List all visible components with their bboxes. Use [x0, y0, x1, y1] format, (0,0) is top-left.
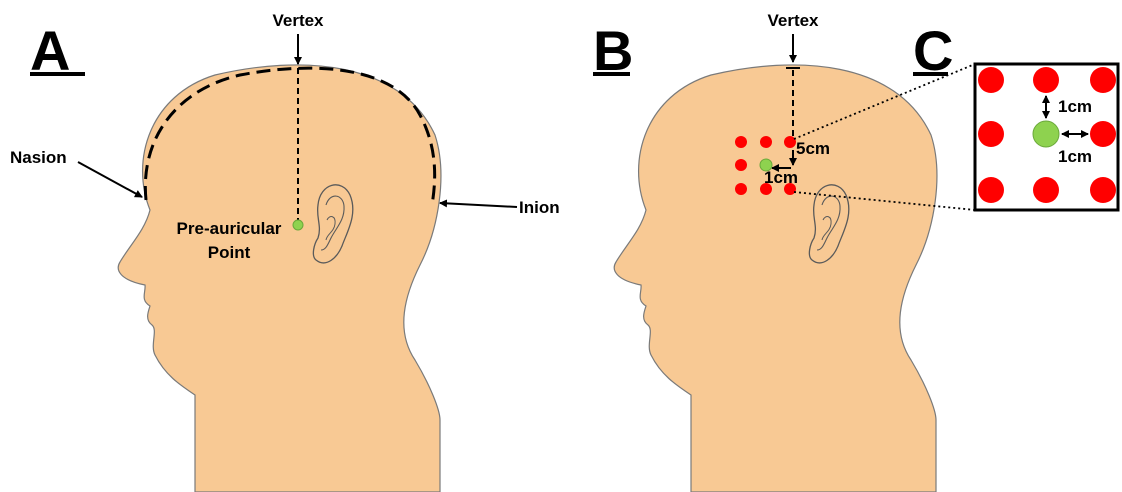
electrode	[978, 177, 1004, 203]
head-silhouette-b	[614, 65, 937, 492]
vertex-label-b: Vertex	[767, 11, 819, 30]
preauricular-label-line1: Pre-auricular	[177, 219, 282, 238]
preauricular-point	[293, 220, 303, 230]
electrode	[784, 136, 796, 148]
electrode	[1090, 121, 1116, 147]
preauricular-label-line2: Point	[208, 243, 251, 262]
inion-label: Inion	[519, 198, 560, 217]
panel-c: C 1cm 1cm	[913, 19, 1118, 210]
head-silhouette-a	[118, 65, 441, 492]
five-cm-label: 5cm	[796, 139, 830, 158]
inion-arrow	[440, 203, 517, 207]
nasion-label: Nasion	[10, 148, 67, 167]
horizontal-spacing-label: 1cm	[1058, 147, 1092, 166]
electrode	[978, 121, 1004, 147]
electrode	[978, 67, 1004, 93]
vertical-spacing-label: 1cm	[1058, 97, 1092, 116]
panel-a: A Vertex Nasion Inion Pre-auricular Poin…	[10, 11, 560, 492]
electrode	[735, 159, 747, 171]
one-cm-label-b: 1cm	[764, 168, 798, 187]
electrode	[1033, 177, 1059, 203]
center-electrode	[1033, 121, 1059, 147]
electrode	[735, 183, 747, 195]
electrode	[735, 136, 747, 148]
electrode	[1033, 67, 1059, 93]
panel-b: B Vertex 5cm 1cm	[593, 11, 975, 492]
electrode	[1090, 67, 1116, 93]
vertex-label-a: Vertex	[272, 11, 324, 30]
electrode	[1090, 177, 1116, 203]
electrode	[760, 136, 772, 148]
nasion-arrow	[78, 162, 142, 197]
electrode-grid-c	[978, 67, 1116, 203]
